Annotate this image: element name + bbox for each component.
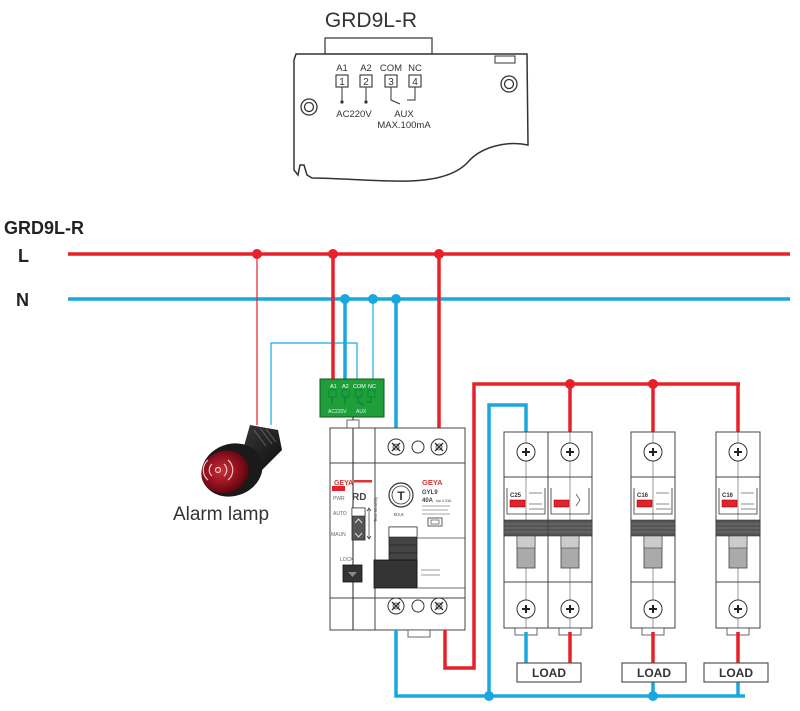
line-label: L xyxy=(18,246,29,266)
trip-indicator xyxy=(721,499,738,508)
alarm-lamp: Alarm lamp xyxy=(173,425,282,525)
auto-reclosing-unit: GEYA PWR RD AUTO MAUN LOCK xyxy=(329,417,376,631)
aux-rating-label: MAX.100mA xyxy=(377,120,431,131)
terminal-label-nc: NC xyxy=(408,63,422,74)
reclosing-model-label: RD xyxy=(352,492,366,503)
module-terminal-a1: A1 xyxy=(330,384,337,390)
junction-dot xyxy=(484,691,494,701)
aux-label: AUX xyxy=(394,109,414,120)
terminal-number-1: 1 xyxy=(339,77,345,88)
terminal-label-a2: A2 xyxy=(360,63,372,74)
load-box-3: LOAD xyxy=(703,662,769,683)
breaker-1: C25 xyxy=(503,431,593,636)
module-terminal-a2: A2 xyxy=(342,384,349,390)
rcbo-bottom-screw-n xyxy=(387,597,405,615)
rcbo-rating: 40A xyxy=(422,498,434,504)
lock-label: LOCK xyxy=(340,557,354,563)
load-wiring xyxy=(524,632,740,701)
breaker-pole: C25 xyxy=(503,431,549,636)
coil-leads xyxy=(341,87,367,101)
sound-wave-icon xyxy=(202,459,234,481)
load-label: LOAD xyxy=(719,666,753,680)
rcbo-device: Test Monthly T Ð3,6 GEYA GYL9 40A IΔn 0.… xyxy=(373,427,466,638)
breaker-pole xyxy=(547,431,593,636)
mounting-hole-right xyxy=(500,75,518,93)
terminal-number-2: 2 xyxy=(363,77,369,88)
module-supply-label: AC220V xyxy=(328,409,347,415)
rcbo-brand: GEYA xyxy=(422,478,443,487)
rcbo-model: GYL9 xyxy=(422,490,438,496)
lamp-nc-wire xyxy=(270,342,358,425)
pwr-label: PWR xyxy=(333,496,345,502)
relay-outline-drawing: GRD9L-R A1 A2 COM NC 1 2 3 4 AC220V AUX … xyxy=(293,9,529,182)
junction-dot xyxy=(648,691,658,701)
relay-body-outline xyxy=(293,53,529,182)
wiring-title: GRD9L-R xyxy=(4,218,84,238)
junction-dot xyxy=(648,379,658,389)
neutral-label: N xyxy=(16,290,29,310)
relay-latch xyxy=(494,55,516,64)
terminal-number-3: 3 xyxy=(388,77,394,88)
trip-indicator xyxy=(636,499,653,508)
breaker-rating: C16 xyxy=(637,493,649,499)
test-monthly-label: Test Monthly xyxy=(373,496,378,522)
rcbo-bottom-screw-l xyxy=(430,597,448,615)
load-label: LOAD xyxy=(532,666,566,680)
junction-dot xyxy=(368,294,378,304)
neutral-out-bus xyxy=(394,630,745,698)
rcbo-curve-label: Ð3,6 xyxy=(394,512,404,517)
terminal-number-4: 4 xyxy=(412,77,418,88)
test-button-label: T xyxy=(397,489,405,503)
manual-label: MAUN xyxy=(331,532,346,538)
load-box-2: LOAD xyxy=(621,662,687,683)
auto-label: AUTO xyxy=(333,511,347,517)
alarm-lamp-label: Alarm lamp xyxy=(173,504,269,525)
junction-dot xyxy=(328,249,338,259)
load-box-1: LOAD xyxy=(516,662,582,683)
junction-dot xyxy=(565,379,575,389)
breaker-pole: C16 xyxy=(715,431,761,636)
breaker-rating: C25 xyxy=(510,493,522,499)
terminal-label-com: COM xyxy=(380,63,402,74)
module-aux-label: AUX xyxy=(356,409,367,415)
rcbo-sensitivity: IΔn 0.03A xyxy=(436,499,452,503)
rcbo-top-screw-n xyxy=(387,438,405,456)
breaker-2: C16 xyxy=(630,431,676,636)
neutral-feed-breaker-1 xyxy=(487,403,528,696)
breakers: C25 C16 C16 xyxy=(503,431,761,636)
junction-dot xyxy=(340,294,350,304)
terminal-label-a1: A1 xyxy=(336,63,348,74)
green-relay-module: A1 A2 COM NC AC220V AUX xyxy=(319,378,385,418)
breaker-pole: C16 xyxy=(630,431,676,636)
supply-voltage-label: AC220V xyxy=(336,109,372,120)
junction-dot xyxy=(434,249,444,259)
rcbo-top-screw-l xyxy=(430,438,448,456)
load-label: LOAD xyxy=(637,666,671,680)
module-terminal-nc: NC xyxy=(368,384,376,390)
live-out-bus xyxy=(443,382,740,670)
breaker-rating: C16 xyxy=(722,493,734,499)
relay-top-tab xyxy=(324,37,433,55)
trip-indicator xyxy=(509,499,526,508)
mounting-hole-left xyxy=(300,98,318,116)
module-terminal-com: COM xyxy=(353,384,366,390)
trip-indicator xyxy=(553,499,570,508)
junction-dot xyxy=(391,294,401,304)
pwr-indicator xyxy=(332,486,345,491)
lamp-lens xyxy=(201,450,249,494)
aux-contact-symbol xyxy=(390,87,416,105)
junction-dot xyxy=(252,249,262,259)
relay-drawing-title: GRD9L-R xyxy=(325,9,417,32)
breaker-3: C16 xyxy=(715,431,761,636)
reclosing-brand: GEYA xyxy=(334,480,353,487)
